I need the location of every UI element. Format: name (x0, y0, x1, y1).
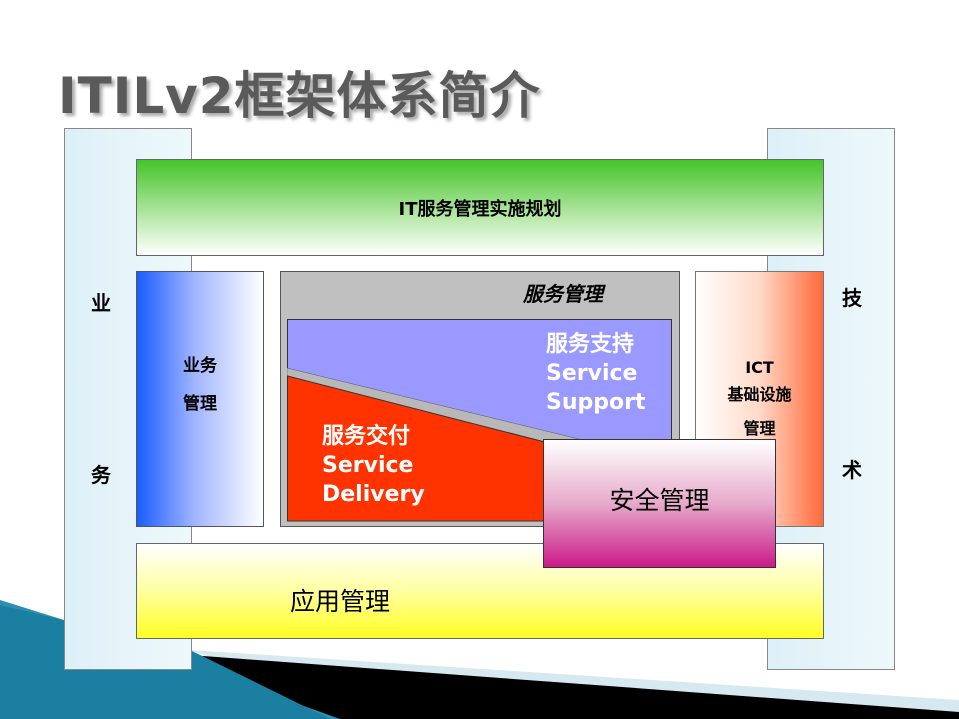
business-mgmt-label: 管理 (183, 394, 217, 414)
support-en: Support (546, 390, 646, 415)
pillar-char: 技 (842, 286, 862, 310)
delivery-cn: 服务交付 (322, 424, 411, 449)
black-stripe (190, 655, 959, 719)
delivery-en: Service (322, 453, 414, 478)
delivery-label: 服务交付 Service Delivery (322, 422, 425, 509)
business-mgmt-label: 业务 (183, 356, 217, 376)
ict-label: 管理 (743, 419, 776, 438)
security-mgmt-block: 安全管理 (543, 439, 776, 568)
planning-block: IT服务管理实施规划 (136, 159, 824, 256)
pillar-char: 术 (842, 458, 862, 482)
support-en: Service (546, 361, 638, 386)
page-title: ITILv2框架体系简介 (58, 67, 541, 125)
ict-label: ICT (745, 358, 774, 377)
planning-label: IT服务管理实施规划 (398, 198, 562, 220)
business-mgmt-block: 业务 管理 (136, 271, 264, 527)
delivery-en: Delivery (322, 482, 425, 507)
support-label: 服务支持 Service Support (546, 330, 645, 417)
pillar-char: 务 (91, 463, 111, 487)
security-label: 安全管理 (609, 485, 710, 515)
service-mgmt-title: 服务管理 (523, 282, 603, 306)
pillar-char: 业 (91, 291, 111, 315)
support-cn: 服务支持 (546, 332, 635, 357)
ict-label: 基础设施 (727, 385, 792, 404)
application-label: 应用管理 (290, 587, 391, 616)
